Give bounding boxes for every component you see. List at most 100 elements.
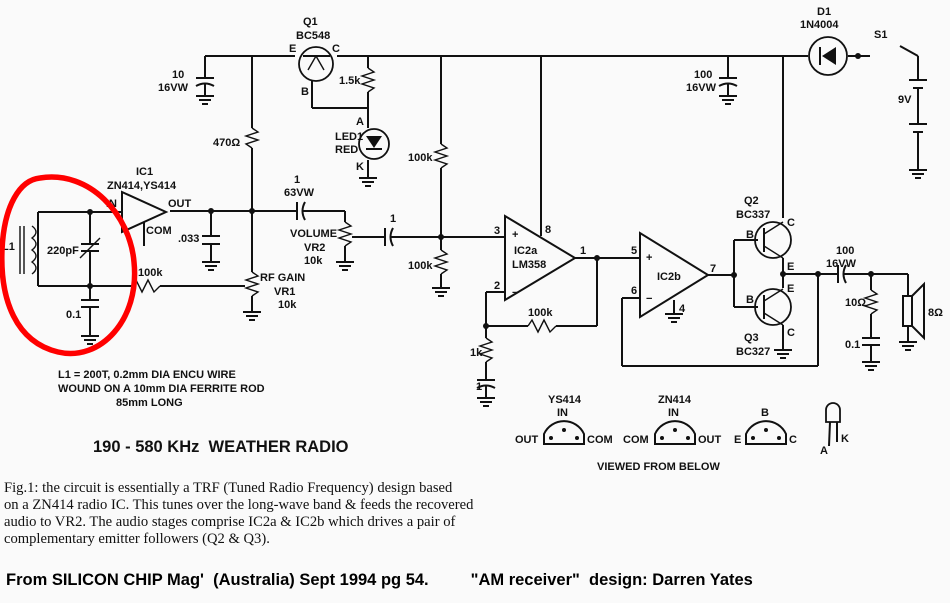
ys414-left: OUT	[515, 434, 539, 446]
minus-a: −	[512, 287, 518, 299]
led-pin-k: K	[841, 433, 849, 445]
batt-label: 9V	[898, 94, 912, 106]
battery: 9V	[898, 79, 928, 179]
ic1-feed: 470Ω .033	[170, 56, 285, 272]
c100a-voltage: 16VW	[686, 82, 717, 94]
c1a-value: 1	[294, 174, 300, 186]
q2-e-pin: E	[787, 261, 794, 273]
led-branch: 1.5k A LED1 RED K	[335, 56, 390, 187]
diode-d1: D1 1N4004 S1	[800, 6, 887, 76]
plus-a: +	[512, 229, 518, 241]
ic2a-ref: IC2a	[514, 245, 538, 257]
ic1-com-pin: COM	[146, 225, 172, 237]
caption-line-1: Fig.1: the circuit is essentially a TRF …	[4, 480, 453, 496]
q1-e-pin: E	[289, 43, 296, 55]
q1-ref: Q1	[303, 16, 318, 28]
rfgain-value: 10k	[278, 299, 297, 311]
zn414-top: IN	[668, 407, 679, 419]
ic2b-pin7: 7	[710, 263, 716, 275]
q3-ref: Q3	[744, 332, 759, 344]
q2-part: BC337	[736, 209, 770, 221]
pinout-zn414: ZN414 IN COM OUT	[623, 394, 722, 446]
c033-label: .033	[178, 233, 199, 245]
ys414-name: YS414	[548, 394, 582, 406]
r10-label: 10Ω	[845, 297, 866, 309]
q2-b-pin: B	[746, 229, 754, 241]
q3-e-pin: E	[787, 283, 794, 295]
c1b-coupling: 1	[384, 213, 505, 247]
q3-c-pin: C	[787, 327, 795, 339]
source-credit: From SILICON CHIP Mag' (Australia) Sept …	[6, 571, 753, 590]
ys414-top: IN	[557, 407, 568, 419]
r1k-label: 1k	[470, 347, 483, 359]
ic2a-lm358: + − IC2a LM358 3 2 8 1	[485, 56, 586, 326]
figure-caption: Fig.1: the circuit is essentially a TRF …	[4, 480, 644, 548]
c100a-value: 100	[694, 69, 712, 81]
trans-left: E	[734, 434, 741, 446]
ic1-out-pin: OUT	[168, 198, 192, 210]
viewed-from-below: VIEWED FROM BELOW	[597, 461, 720, 473]
ic2a-pin2: 2	[494, 280, 500, 292]
caption-line-2: on a ZN414 radio IC. This tunes over the…	[4, 497, 474, 513]
capacitor-c10: 10 16VW	[158, 56, 215, 105]
volume-ref: VR2	[304, 242, 325, 254]
c01b-label: 0.1	[845, 339, 860, 351]
diagram-title: 190 - 580 KHz WEATHER RADIO	[93, 438, 349, 456]
c10-voltage: 16VW	[158, 82, 189, 94]
c1c-label: 1	[476, 381, 482, 393]
r100k-bot-label: 100k	[408, 260, 433, 272]
zn414-name: ZN414	[658, 394, 692, 406]
ic2a-part: LM358	[512, 259, 546, 271]
c100b-value: 100	[836, 245, 854, 257]
s1-label: S1	[874, 29, 887, 41]
q1-part: BC548	[296, 30, 330, 42]
spk-label: 8Ω	[928, 307, 943, 319]
credit-source: From SILICON CHIP Mag' (Australia) Sept …	[6, 571, 429, 589]
l1-label: L1	[2, 241, 15, 253]
volume-value: 10k	[304, 255, 323, 267]
ic1-zn414: IC1 ZN414,YS414 IN OUT COM	[90, 166, 192, 246]
ic2b-ref: IC2b	[657, 271, 681, 283]
volume-name: VOLUME	[290, 228, 337, 240]
ic2a-pin3: 3	[494, 225, 500, 237]
r100k-fb-label: 100k	[528, 307, 553, 319]
led-k-pin: K	[356, 161, 364, 173]
capacitor-c100a: 100 16VW	[686, 56, 738, 105]
ic2b-pin4: 4	[679, 303, 686, 315]
ic2b-pin6: 6	[631, 285, 637, 297]
ic2b-pin5: 5	[631, 245, 637, 257]
caption-line-3: audio to VR2. The audio stages comprise …	[4, 514, 456, 530]
trans-right: C	[789, 434, 797, 446]
ic2b: + − IC2b 5 6 7 4	[575, 231, 818, 367]
c220p-label: 220pF	[47, 245, 79, 257]
tuned-circuit: L1 220pF 0.1	[2, 209, 132, 345]
power-rail	[205, 45, 919, 170]
c1a-voltage: 63VW	[284, 187, 315, 199]
caption-line-4: complementary emitter followers (Q2 & Q3…	[4, 531, 270, 547]
c1b-label: 1	[390, 213, 396, 225]
d1-ref: D1	[817, 6, 831, 18]
pinout-transistor: B E C	[734, 407, 797, 446]
d1-part: 1N4004	[800, 19, 839, 31]
speaker-output: 100 16VW 10Ω 0.1 8Ω	[826, 245, 943, 371]
zn414-right: OUT	[698, 434, 722, 446]
coil-note-line-1: L1 = 200T, 0.2mm DIA ENCU WIRE	[58, 369, 236, 381]
coil-note-line-3: 85mm LONG	[116, 397, 183, 409]
transistor-q1: Q1 BC548 E C B	[289, 16, 368, 109]
volume-branch: 1 63VW VOLUME VR2 10k	[284, 174, 385, 271]
rf-gain-branch: 100k RF GAIN VR1 10k	[131, 267, 305, 321]
ic2a-pin1: 1	[580, 245, 586, 257]
ic1-ref: IC1	[136, 166, 153, 178]
led-ref: LED1	[335, 131, 363, 143]
plus-b: +	[646, 252, 652, 264]
c01a-label: 0.1	[66, 309, 81, 321]
highlight-circle	[0, 174, 138, 357]
r470-label: 470Ω	[213, 137, 240, 149]
credit-design: "AM receiver" design: Darren Yates	[470, 571, 753, 589]
q3-b-pin: B	[746, 294, 754, 306]
ic2a-feedback: 100k 1k 1	[470, 258, 598, 407]
c100b-voltage: 16VW	[826, 258, 857, 270]
output-stage: Q2 BC337 B C E B E C Q3 BC327	[736, 56, 838, 366]
